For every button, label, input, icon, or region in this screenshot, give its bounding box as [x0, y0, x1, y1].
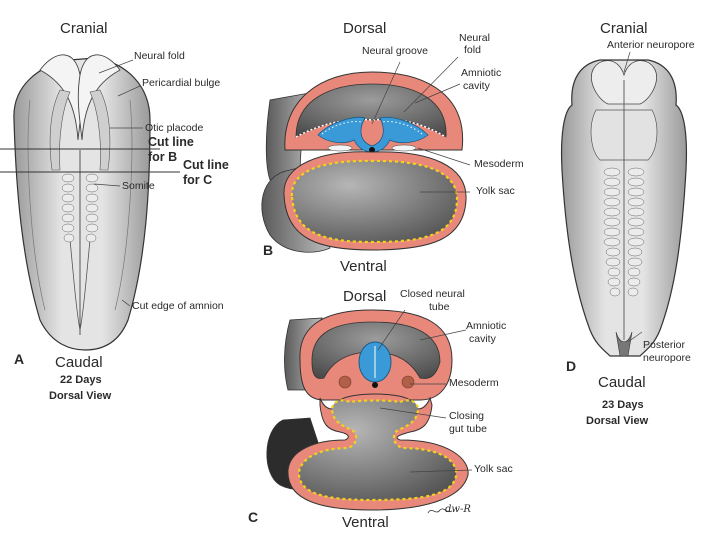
panel-d-view-caption: Dorsal View: [586, 415, 649, 427]
yolk-sac-c-label: Yolk sac: [474, 463, 513, 475]
mesoderm-c-label: Mesoderm: [449, 377, 499, 389]
cut-line-c-label-1: Cut line: [183, 158, 229, 172]
signature-mark: [427, 508, 453, 514]
panel-a-letter: A: [14, 351, 25, 367]
panel-a-caudal-label: Caudal: [55, 354, 103, 371]
posterior-neuropore-label-2: neuropore: [643, 352, 691, 364]
closed-tube-label-1: Closed neural: [400, 288, 465, 300]
amniotic-c-label-2: cavity: [469, 333, 496, 345]
cut-line-c-label-2: for C: [183, 173, 213, 187]
panel-a-embryo: [0, 54, 180, 351]
panel-b-dorsal-label: Dorsal: [343, 20, 387, 37]
otic-placode-label: Otic placode: [145, 122, 204, 134]
panel-b-section: [261, 56, 471, 253]
cut-line-b-label-1: Cut line: [148, 135, 194, 149]
amniotic-c-label-1: Amniotic: [466, 320, 507, 332]
yolk-sac-b-label: Yolk sac: [476, 185, 515, 197]
artist-signature: dw-R: [445, 504, 471, 515]
posterior-neuropore-label-1: Posterior: [643, 339, 686, 351]
anterior-neuropore-label: Anterior neuropore: [607, 39, 695, 51]
panel-c-ventral-label: Ventral: [342, 514, 389, 531]
closed-tube-label-2: tube: [429, 301, 450, 313]
mesoderm-b-label: Mesoderm: [474, 158, 524, 170]
neural-fold-label: Neural fold: [134, 50, 185, 62]
panel-a-cranial-label: Cranial: [60, 20, 108, 37]
panel-c-letter: C: [248, 509, 259, 525]
panel-a-age-caption: 22 Days: [60, 374, 102, 386]
closing-gut-label-1: Closing: [449, 410, 485, 422]
neural-fold-b-label-1: Neural: [459, 32, 490, 44]
panel-a-view-caption: Dorsal View: [49, 390, 112, 402]
panel-d-letter: D: [566, 358, 577, 374]
closing-gut-label-2: gut tube: [449, 423, 487, 435]
cut-line-b-label-2: for B: [148, 150, 178, 164]
somite-label: Somite: [122, 180, 155, 192]
amniotic-b-label-2: cavity: [463, 80, 490, 92]
neural-groove-label: Neural groove: [362, 45, 428, 57]
cut-edge-amnion-label: Cut edge of amnion: [132, 300, 224, 312]
panel-c-section: [266, 309, 473, 511]
panel-d-cranial-label: Cranial: [600, 20, 648, 37]
panel-d-caudal-label: Caudal: [598, 374, 646, 391]
panel-c-dorsal-label: Dorsal: [343, 288, 387, 305]
pericardial-bulge-label: Pericardial bulge: [142, 77, 221, 89]
panel-b-letter: B: [263, 242, 274, 258]
panel-b-ventral-label: Ventral: [340, 258, 387, 275]
panel-d-embryo: [560, 51, 688, 357]
neural-fold-b-label-2: fold: [464, 44, 481, 56]
amniotic-b-label-1: Amniotic: [461, 67, 502, 79]
panel-d-age-caption: 23 Days: [602, 399, 644, 411]
